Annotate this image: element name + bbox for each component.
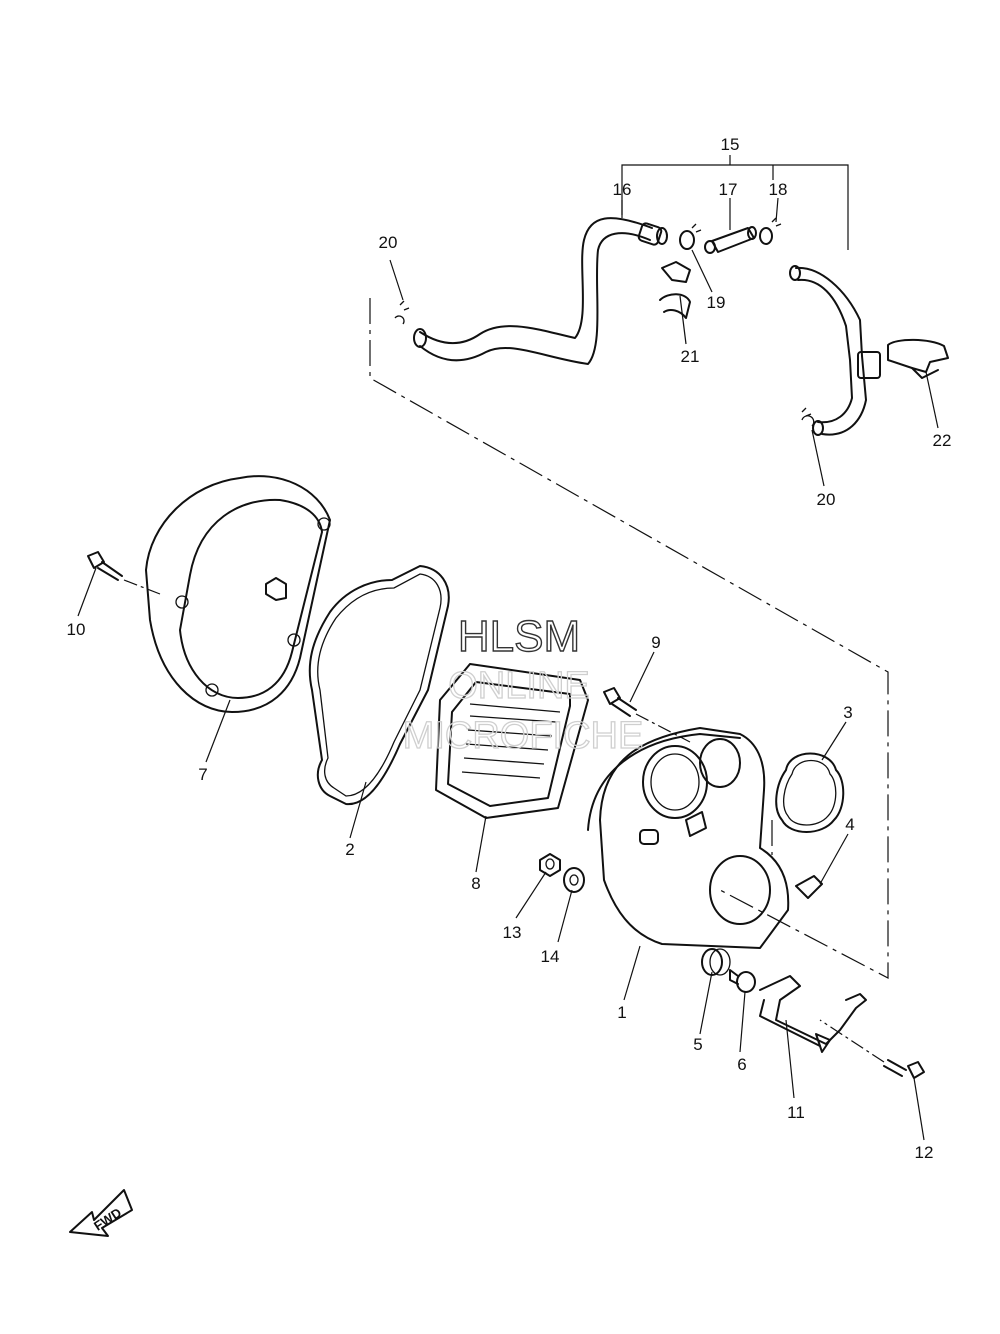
callout-22: 22 — [933, 431, 952, 450]
cover-bolt — [87, 551, 161, 595]
gasket — [308, 565, 450, 806]
lower-hose — [789, 265, 881, 436]
callout-20-bottom: 20 — [817, 490, 836, 509]
watermark-line-3: MICROFICHE — [403, 715, 644, 757]
callout-2: 2 — [345, 840, 354, 859]
callout-17: 17 — [719, 180, 738, 199]
washer — [563, 867, 585, 893]
hose-joint — [704, 226, 757, 254]
hose-assembly-bracket — [621, 155, 849, 250]
callout-19: 19 — [707, 293, 726, 312]
callout-11: 11 — [787, 1103, 805, 1122]
air-filter-case — [587, 727, 790, 949]
fwd-label: FWD — [91, 1205, 124, 1234]
callout-3: 3 — [843, 703, 852, 722]
grommet — [701, 948, 731, 976]
hose-clip-left — [394, 300, 410, 325]
bracket-bolt — [819, 1019, 925, 1079]
watermark: HLSM ONLINE MICROFICHE — [402, 611, 644, 757]
collar — [729, 969, 756, 993]
hose-clamp — [659, 261, 691, 319]
watermark-line-1: HLSM — [458, 612, 580, 661]
mounting-bracket — [759, 975, 867, 1053]
callout-14: 14 — [541, 947, 560, 966]
callout-5: 5 — [693, 1035, 702, 1054]
intake-seal — [775, 752, 845, 833]
callout-7: 7 — [198, 765, 207, 784]
fwd-arrow-icon: FWD — [69, 1189, 133, 1237]
callout-1: 1 — [617, 1003, 626, 1022]
callout-labels: 15 16 17 18 20 19 21 22 20 10 9 3 7 4 2 … — [67, 135, 952, 1162]
hose-clip-right — [801, 407, 815, 427]
callout-12: 12 — [915, 1143, 934, 1162]
callout-13: 13 — [503, 923, 522, 942]
hose-bracket-clamp — [887, 338, 949, 379]
callout-21: 21 — [681, 347, 700, 366]
air-filter-cover — [145, 475, 331, 713]
leader-lines — [77, 197, 939, 1141]
callout-10: 10 — [67, 620, 86, 639]
callout-6: 6 — [737, 1055, 746, 1074]
breather-hose — [413, 217, 668, 365]
air-filter-element — [435, 663, 589, 819]
callout-4: 4 — [845, 815, 854, 834]
callout-9: 9 — [651, 633, 660, 652]
nut — [539, 853, 561, 877]
joint-clip — [759, 217, 782, 245]
callout-18: 18 — [769, 180, 788, 199]
callout-15: 15 — [721, 135, 740, 154]
case-bolt — [603, 687, 691, 743]
assembly-boundary — [369, 298, 889, 979]
callout-16: 16 — [613, 180, 632, 199]
band-clamp — [795, 875, 823, 899]
o-ring — [679, 223, 702, 250]
callout-8: 8 — [471, 874, 480, 893]
watermark-line-2: ONLINE — [448, 665, 589, 707]
callout-20-top: 20 — [379, 233, 398, 252]
